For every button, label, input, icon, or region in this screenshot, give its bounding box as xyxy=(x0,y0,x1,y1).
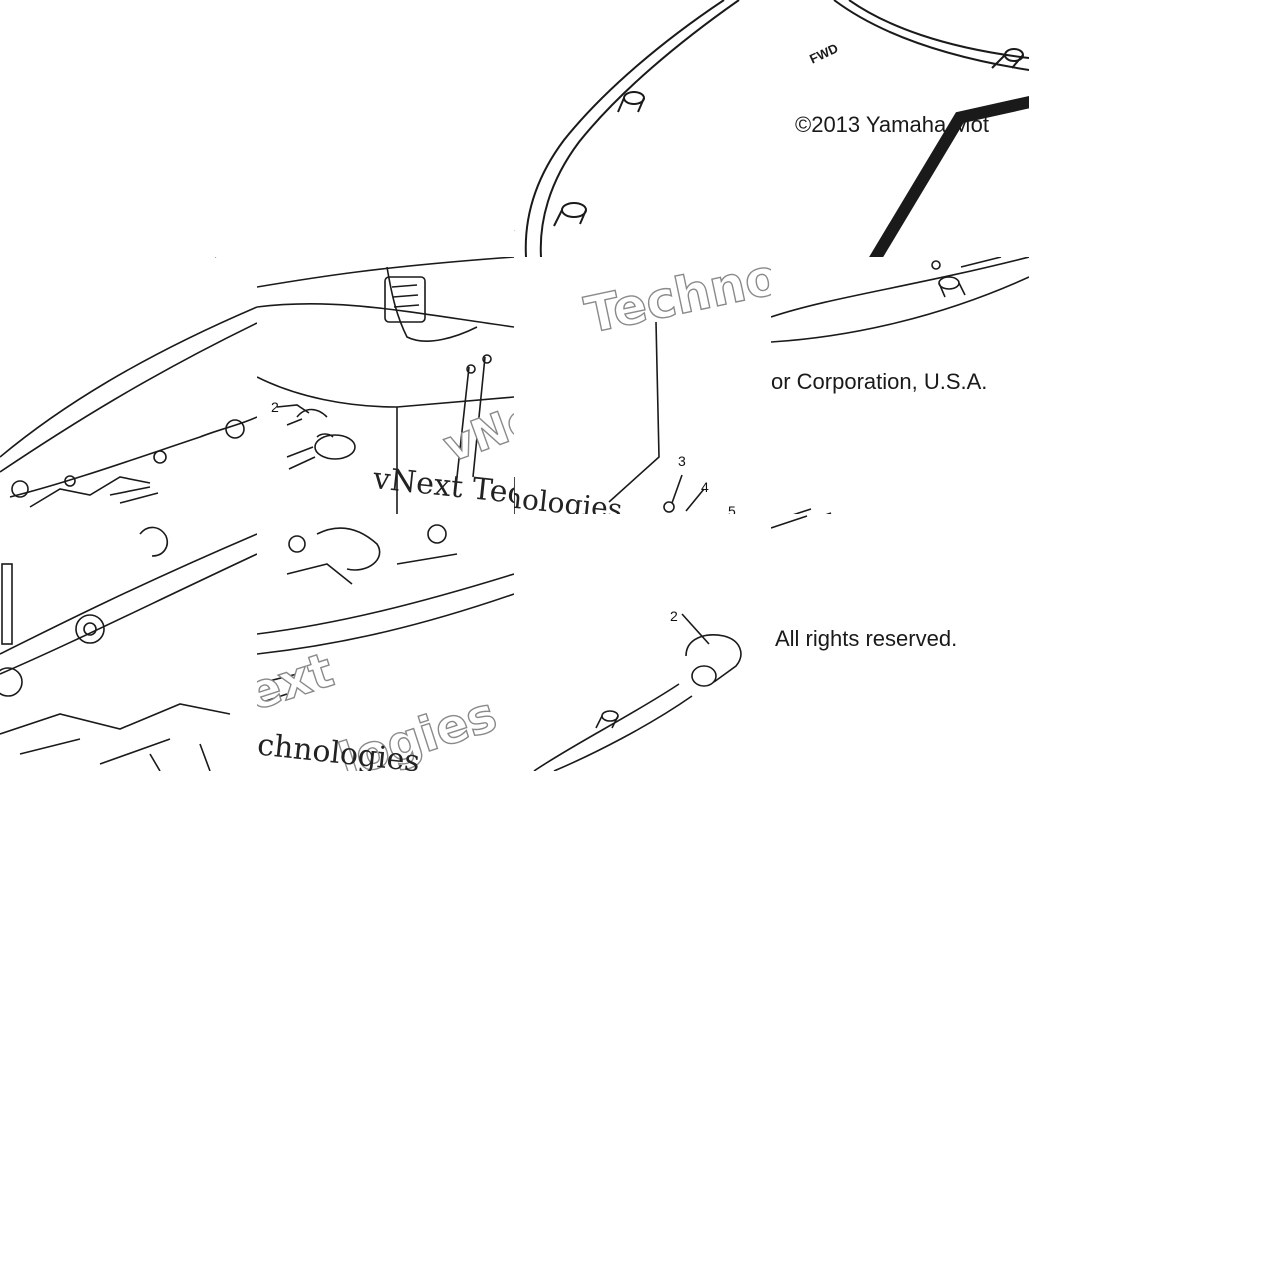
hose-upper-drawing xyxy=(514,0,1029,257)
copyright-line-1: ©2013 Yamaha Mot xyxy=(795,112,989,137)
diagram-tile-lower-middle: ext logies chnologies xyxy=(257,514,514,771)
diagram-tile-lower-left xyxy=(0,514,257,771)
hose-lower-drawing xyxy=(533,613,742,771)
deck-drawing-c xyxy=(0,526,257,771)
callout-2-left: 2 xyxy=(271,399,279,415)
deck-drawing-a xyxy=(0,257,257,508)
center-drawing xyxy=(514,321,705,514)
fwd-arrow-icon xyxy=(869,96,1029,257)
callout-5: 5 xyxy=(728,503,736,514)
diagram-tile-top-right: FWD ©2013 Yamaha Mot 1 xyxy=(514,0,1029,257)
deck-drawing-b xyxy=(257,257,514,514)
callout-2-right: 2 xyxy=(670,608,678,624)
diagram-tile-right-lower: All rights reserved. xyxy=(771,514,1029,771)
diagram-tile-upper-middle: 2 vNext Tec vNe xyxy=(257,257,514,514)
diagram-tile-center: Techno nologies 3 4 5 xyxy=(514,257,771,514)
deck-drawing-d xyxy=(257,524,514,705)
diagram-tile-right-middle: or Corporation, U.S.A. xyxy=(771,257,1029,514)
callout-4: 4 xyxy=(701,479,709,495)
diagram-tile-upper-left xyxy=(0,257,257,514)
copyright-line-2: or Corporation, U.S.A. xyxy=(771,369,988,394)
right-lower-drawing xyxy=(771,515,808,529)
copyright-line-3: All rights reserved. xyxy=(775,626,958,651)
diagram-tile-lower-center: 2 xyxy=(514,514,771,771)
hose-right-drawing xyxy=(771,257,1029,514)
callout-3: 3 xyxy=(678,453,686,469)
